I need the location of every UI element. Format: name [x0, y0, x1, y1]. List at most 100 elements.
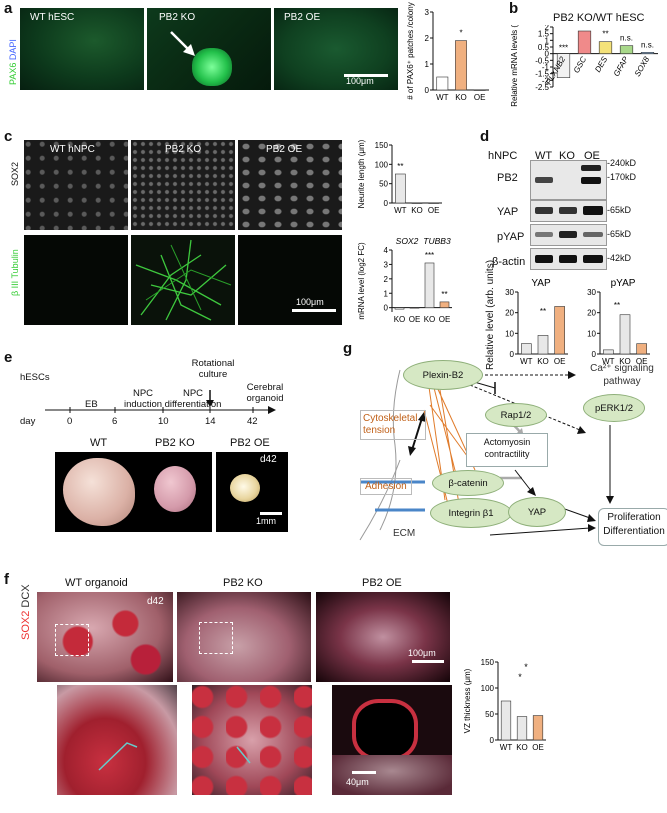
f-sig-2: * [524, 662, 528, 672]
g-yap: YAP [508, 497, 566, 527]
d2-ytick-label: 20 [587, 309, 596, 318]
e-day-10: 10 [158, 416, 169, 427]
b-ytick-label: 0 [545, 50, 550, 59]
a-ytick-label: 0 [425, 86, 430, 95]
a-ytick-label: 2 [425, 34, 430, 43]
blot-actin [530, 248, 607, 270]
b-ytick-label: -1 [542, 63, 550, 72]
d2-cat-label: OE [636, 357, 648, 366]
d2-ytick-label: 10 [587, 329, 596, 338]
d1-cat-label: OE [554, 357, 566, 366]
c2-cat-label: KO [424, 315, 436, 324]
c2-bar [439, 301, 450, 308]
g-actomyosin: Actomyosin contractility [466, 433, 548, 467]
f-cat-label: WT [500, 743, 513, 752]
c1-ytick-label: 150 [375, 141, 389, 150]
e-image-wt [55, 452, 143, 532]
panel-label-c: c [4, 128, 13, 145]
b-sig: ** [581, 25, 587, 28]
d-header: hNPC [488, 150, 518, 162]
b-sig: n.s. [620, 34, 633, 43]
panel-label-d: d [480, 128, 490, 145]
b-chart: 21.510.50-0.5-1-1.5-2-2.5PLXNB2***GSC**D… [510, 25, 658, 107]
g-plexin-b2: Plexin-B2 [403, 360, 483, 390]
c1-cat-label: KO [411, 206, 423, 215]
e-stage-rotational: Rotational culture [191, 358, 235, 380]
b-ytick-label: -2.5 [535, 83, 549, 92]
d1-title: YAP [531, 278, 551, 289]
f-title-wt: WT organoid [65, 577, 128, 589]
d2-sig: ** [614, 301, 620, 310]
e-day-6: 6 [112, 416, 118, 427]
c-image-oe-sox2: PB2 OE [238, 140, 342, 230]
f-image-oe-top: 100μm [316, 592, 450, 682]
f-image-wt-bottom [57, 685, 177, 795]
f-cat-label: KO [516, 743, 528, 752]
c2-ytick-label: 4 [384, 246, 389, 255]
d1-bar [521, 343, 532, 355]
d-size-42: -42kD [607, 253, 632, 263]
c-image-ko-tubulin [131, 235, 235, 325]
c2-cat-label: KO [394, 315, 406, 324]
f-image-ko-bottom [192, 685, 312, 795]
a-image-oe: PB2 OE 100μm [274, 8, 398, 90]
b-bar [619, 45, 634, 54]
a-ylabel: # of PAX6⁺ patches /colony [406, 2, 415, 99]
d-row-pyap: pYAP [497, 231, 525, 243]
panel-label-b: b [509, 0, 519, 17]
d2-cat-label: WT [602, 357, 615, 366]
a-ytick-label: 3 [425, 8, 430, 17]
d1-cat-label: WT [520, 357, 533, 366]
g-calcium: Ca²⁺ signaling pathway [590, 363, 654, 387]
d-col-wt: WT [535, 150, 553, 162]
c2-sig: *** [425, 251, 434, 260]
g-ecm: ECM [393, 528, 416, 539]
c1-cat-label: OE [428, 206, 440, 215]
d2-ytick-label: 30 [587, 288, 596, 297]
f-ytick-label: 0 [490, 736, 495, 745]
a-bar [455, 40, 467, 91]
f-image-wt-top: d42 [37, 592, 173, 682]
e-timeline [45, 390, 276, 414]
f-cat-label: OE [532, 743, 544, 752]
b-bar [598, 41, 613, 54]
a-bar [436, 76, 449, 91]
b-cat-label: SOX8 [633, 55, 652, 78]
g-perk: pERK1/2 [583, 394, 645, 422]
f-ytick-label: 50 [485, 710, 494, 719]
c-image-wt-sox2: WT hNPC [24, 140, 128, 230]
d2-bar [636, 343, 647, 355]
b-ytick-label: -1.5 [535, 70, 549, 79]
d2-cat-label: KO [619, 357, 631, 366]
g-catenin: β-catenin [432, 470, 504, 496]
c2-sig: ** [441, 290, 447, 299]
f-image-oe-bottom: 40μm [332, 685, 452, 795]
c1-ytick-label: 100 [375, 160, 389, 169]
e-day-14: 14 [205, 416, 216, 427]
e-day-42: 42 [247, 416, 258, 427]
c1-ytick-label: 0 [384, 199, 389, 208]
d1-cat-label: KO [537, 357, 549, 366]
a-sig: * [459, 29, 462, 38]
f-stain-label: SOX2 DCX [20, 584, 32, 640]
g-diagram [359, 369, 614, 541]
a-stain-label: PAX6 DAPI [8, 39, 18, 85]
a-ytick-label: 1 [425, 60, 430, 69]
b-cat-label: GFAP [612, 55, 631, 78]
a-cat-label: KO [455, 93, 467, 102]
d2-ytick-label: 0 [592, 350, 597, 359]
b-bar [556, 53, 571, 78]
d2-title: pYAP [611, 278, 636, 289]
e-day-label: day [20, 416, 36, 427]
a-image-wt: WT hESC [20, 8, 144, 90]
c2-gene-sox2: SOX2 [396, 236, 419, 246]
a-cat-label: OE [474, 93, 486, 102]
c2-bar [409, 307, 420, 309]
d1-bar [537, 335, 549, 355]
d-size-240: -240kD [607, 158, 637, 168]
c1-ylabel: Neurite length (μm) [357, 139, 366, 208]
e-label-oe: PB2 OE [230, 437, 270, 449]
